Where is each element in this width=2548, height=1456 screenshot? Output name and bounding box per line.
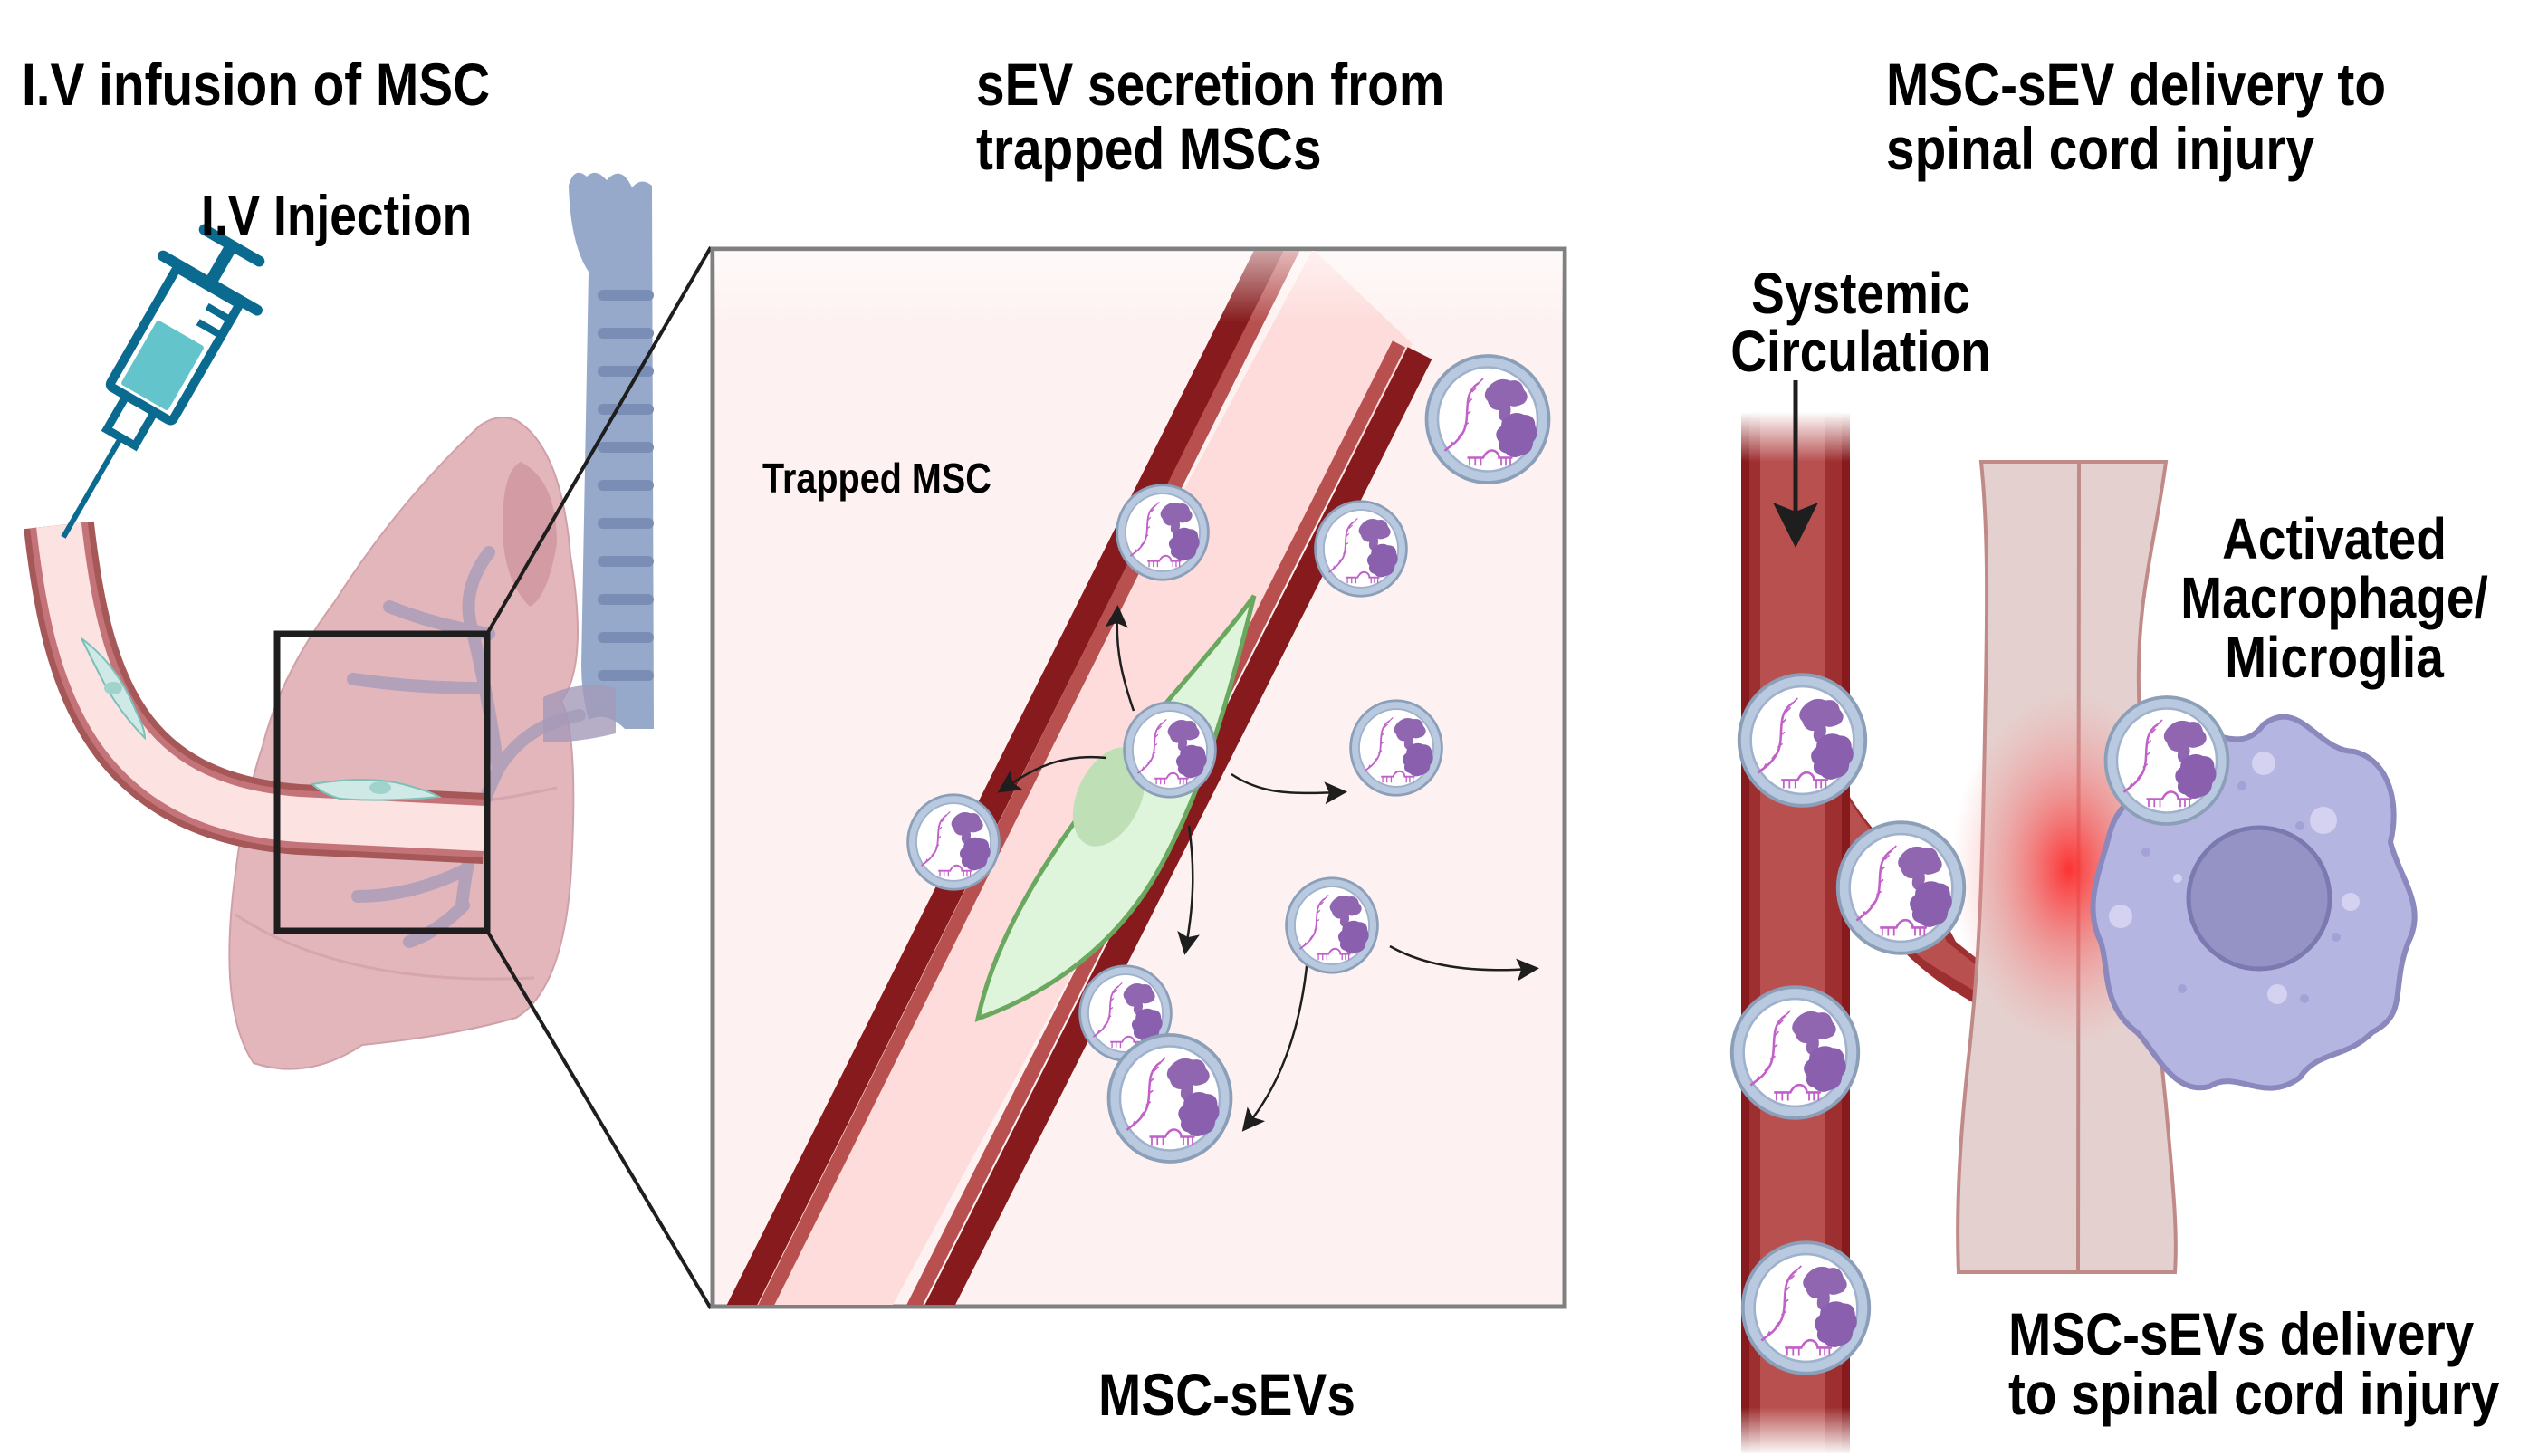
trapped-msc-label: Trapped MSC (762, 455, 991, 502)
panel-title-line: MSC-sEV delivery to (1886, 51, 2386, 118)
lung-capillary-icon (714, 251, 1563, 1305)
zoom-connector-bottom (485, 929, 713, 1310)
extracellular-vesicle-icon (1349, 699, 1443, 797)
syringe-icon (61, 224, 265, 539)
extracellular-vesicle-icon (1314, 500, 1408, 598)
label-line: Systemic (1751, 261, 1970, 326)
panel-title-sev-delivery: MSC-sEV delivery to spinal cord injury (1886, 51, 2386, 183)
panel-title-sev-secretion: sEV secretion from trapped MSCs (976, 51, 1445, 183)
panel-title-line: spinal cord injury (1886, 115, 2315, 183)
label-line: Activated (2222, 506, 2447, 571)
panel-title-iv-infusion: I.V infusion of MSC (22, 51, 491, 118)
arrow-icon (1231, 772, 1347, 805)
msc-sevs-caption: MSC-sEVs (1098, 1361, 1355, 1428)
zoom-connector-top (485, 245, 713, 636)
arrow-icon (1241, 945, 1310, 1132)
extracellular-vesicle-icon (1835, 820, 1967, 955)
zoom-box (273, 630, 491, 934)
label-line: MSC-sEVs delivery (2008, 1300, 2475, 1367)
extracellular-vesicle-icon (1740, 1240, 1872, 1375)
extracellular-vesicle-icon (1285, 876, 1379, 974)
systemic-circulation-label: Systemic Circulation (1705, 264, 2016, 380)
extracellular-vesicle-icon (2103, 695, 2230, 826)
extracellular-vesicle-icon (1123, 701, 1217, 799)
trachea-icon (569, 172, 654, 729)
iv-injection-label: I.V Injection (201, 185, 473, 247)
arrow-icon (1177, 825, 1200, 955)
macrophage-label: Activated Macrophage/ Microglia (2179, 506, 2490, 690)
arrow-icon (1105, 605, 1135, 712)
label-line: Macrophage/ (2180, 565, 2488, 631)
extracellular-vesicle-icon (1106, 1033, 1233, 1164)
arrow-icon (997, 755, 1107, 793)
panel-title-line: sEV secretion from (976, 51, 1445, 118)
panel-title-line: trapped MSCs (976, 115, 1322, 183)
extracellular-vesicle-icon (1424, 354, 1551, 484)
blood-vessel-icon (24, 521, 486, 864)
extracellular-vesicle-icon (1116, 484, 1210, 581)
label-line: Microglia (2225, 624, 2444, 690)
label-line: to spinal cord injury (2008, 1360, 2500, 1427)
extracellular-vesicle-icon (906, 793, 1001, 891)
extracellular-vesicle-icon (1729, 985, 1861, 1120)
extracellular-vesicle-icon (1737, 673, 1868, 808)
delivery-caption: MSC-sEVs delivery to spinal cord injury (2008, 1300, 2500, 1427)
label-line: Circulation (1730, 319, 1991, 384)
arrow-icon (1389, 944, 1539, 982)
secretion-arrows (997, 605, 1539, 1132)
msc-cell-icon (81, 637, 443, 801)
